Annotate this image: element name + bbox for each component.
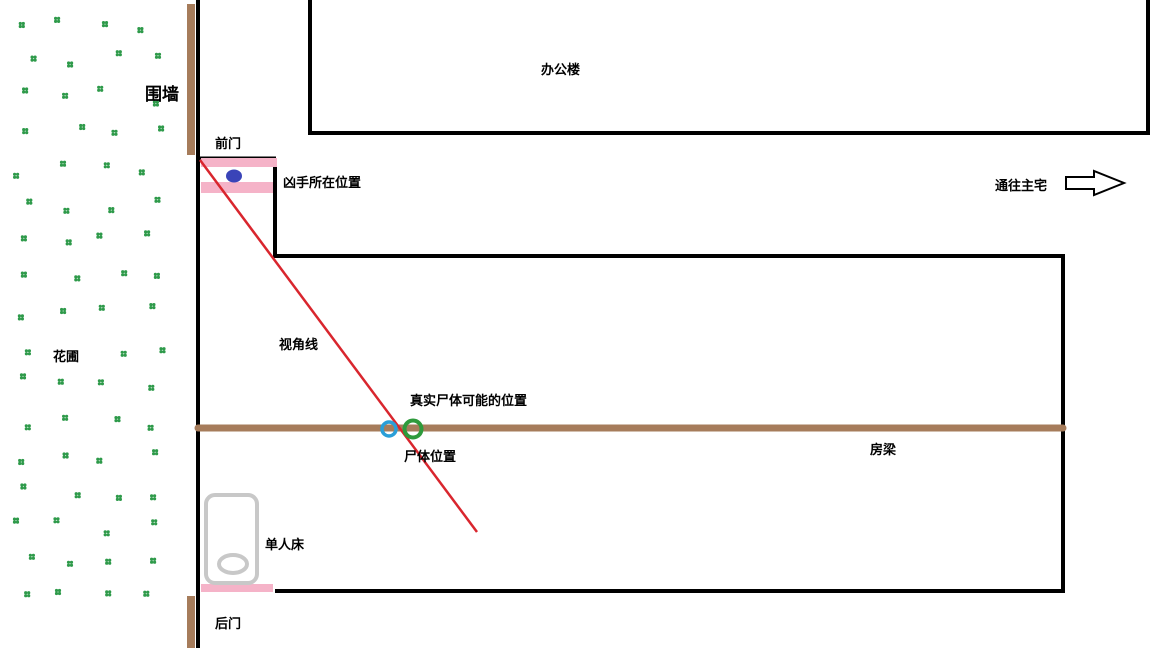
shrub-icon (22, 87, 29, 94)
shrub-icon (66, 560, 74, 567)
office-label: 办公楼 (541, 63, 581, 78)
back-door-bar (201, 584, 273, 592)
shrub-icon (150, 557, 157, 564)
shrub-icon (24, 349, 31, 356)
shrub-icon (152, 449, 159, 456)
back-door-label: 后门 (215, 617, 242, 632)
killer-marker (226, 169, 242, 183)
shrub-icon (158, 125, 165, 132)
shrub-icon (26, 198, 33, 205)
shrub-icon (103, 162, 110, 169)
shrub-icon (154, 52, 162, 59)
shrub-icon (144, 230, 151, 237)
real-body-position-label: 真实尸体可能的位置 (410, 394, 528, 409)
shrub-icon (79, 123, 86, 131)
shrub-icon (105, 558, 112, 565)
real-body-marker (402, 418, 424, 440)
shrub-icon (24, 591, 31, 598)
shrub-icon (59, 160, 67, 167)
shrub-icon (22, 128, 29, 135)
shrub-icon (137, 27, 144, 34)
single-bed-frame (204, 493, 259, 585)
killer-position-label: 凶手所在位置 (283, 176, 362, 191)
front-door-bar-bottom (201, 182, 273, 193)
shrub-icon (20, 483, 27, 490)
shrub-icon (28, 553, 35, 560)
shrub-icon (98, 304, 105, 311)
shrub-icon (74, 275, 81, 282)
shrub-icon (101, 21, 109, 28)
shrub-icon (60, 307, 67, 315)
shrub-icon (20, 271, 27, 278)
shrub-icon (121, 270, 128, 277)
single-bed-label: 单人床 (265, 538, 305, 553)
shrub-icon (62, 92, 69, 99)
right-arrow-icon (1065, 169, 1127, 197)
shrub-icon (143, 590, 150, 597)
shrub-icon (17, 314, 24, 321)
shrub-icon (24, 424, 31, 431)
shrub-icon (54, 16, 61, 23)
office-building-outline (308, 0, 1150, 135)
shrub-icon (19, 373, 27, 380)
boundary-wall-top (187, 4, 195, 155)
shrub-icon (62, 452, 69, 459)
shrub-icon (105, 590, 112, 597)
shrub-icon (111, 129, 118, 136)
shrub-icon (54, 588, 62, 596)
shrub-icon (74, 492, 81, 499)
shrub-icon (108, 207, 115, 214)
front-door-bar-top (201, 158, 277, 167)
to-main-house-label: 通往主宅 (995, 179, 1048, 194)
shrub-icon (138, 169, 145, 176)
sightline-label: 视角线 (279, 338, 319, 353)
shrub-icon (20, 235, 27, 242)
shrub-icon (18, 21, 25, 29)
body-position-label: 尸体位置 (404, 450, 457, 465)
garden-shrubs (12, 16, 166, 598)
shrub-icon (57, 378, 64, 385)
shrub-icon (103, 530, 110, 537)
front-door-label: 前门 (215, 137, 242, 152)
shrub-icon (97, 85, 104, 92)
shrub-icon (152, 100, 159, 107)
shrub-icon (154, 196, 161, 203)
shrub-icon (62, 414, 69, 421)
body-marker (380, 420, 398, 438)
garden-label: 花圃 (53, 350, 80, 365)
shrub-icon (13, 172, 20, 179)
shrub-icon (153, 272, 160, 279)
shrub-icon (67, 61, 74, 68)
shrub-icon (12, 517, 20, 524)
shrub-icon (149, 303, 156, 310)
shrub-icon (151, 519, 158, 526)
bed-pillow (217, 553, 249, 575)
shrub-icon (18, 458, 25, 466)
shrub-icon (97, 379, 104, 386)
shrub-icon (148, 384, 155, 391)
shrub-icon (114, 416, 121, 423)
beam-label: 房梁 (870, 443, 897, 458)
shrub-icon (63, 207, 70, 214)
shrub-icon (30, 55, 37, 62)
shrub-icon (96, 232, 103, 239)
shrub-icon (150, 494, 157, 501)
sightline-line (198, 159, 479, 533)
shrub-icon (159, 347, 166, 354)
shrub-icon (65, 239, 72, 246)
shrub-icon (53, 517, 60, 524)
shrub-icon (120, 350, 127, 357)
wall-label: 围墙 (145, 85, 179, 105)
shrub-icon (115, 494, 122, 501)
shrub-icon (147, 424, 154, 431)
corridor-wall (273, 158, 1065, 593)
boundary-wall-bottom (187, 596, 195, 648)
shrub-icon (115, 50, 122, 57)
shrub-icon (96, 457, 103, 464)
